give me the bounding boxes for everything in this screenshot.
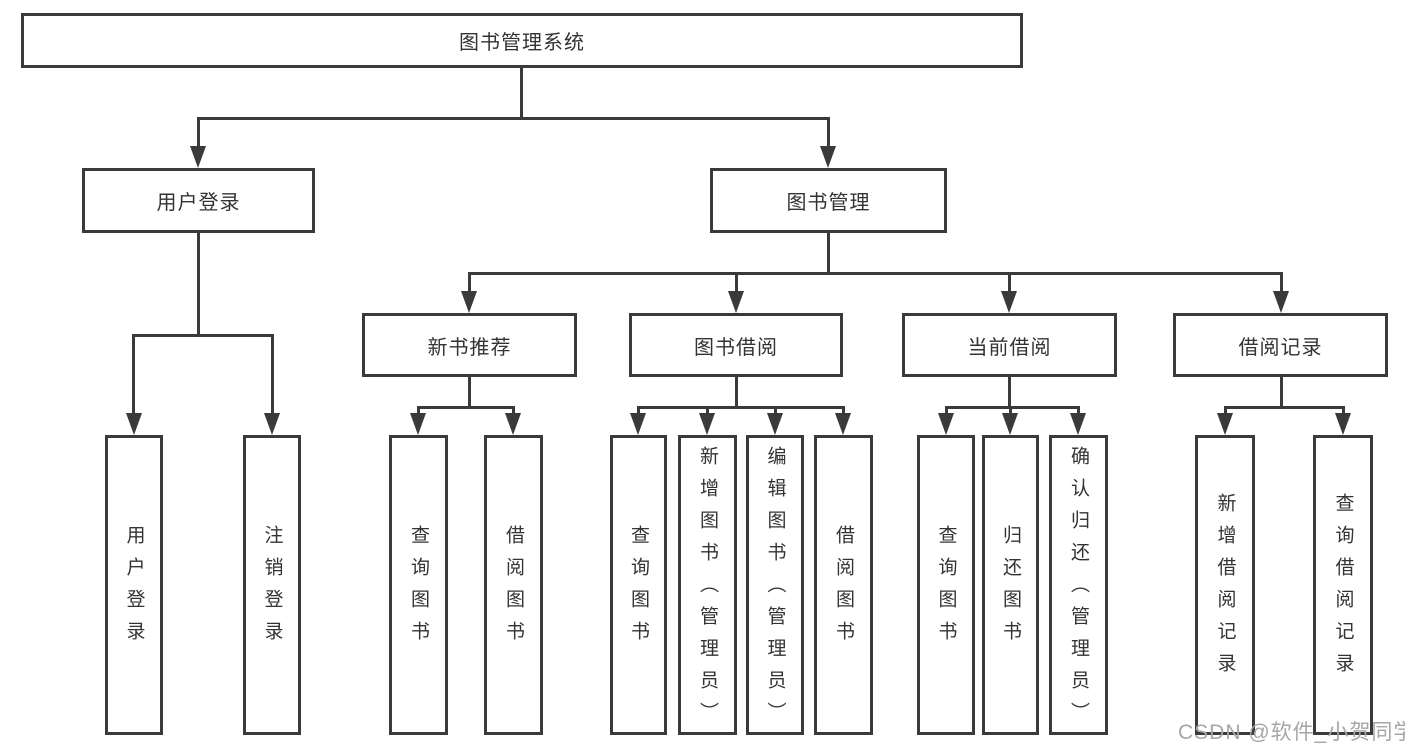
- connector-user-login-stem: [197, 233, 200, 337]
- arrow-down-icon: [630, 413, 646, 435]
- arrow-down-icon: [190, 146, 206, 168]
- connector-new-book-stem: [468, 377, 471, 409]
- node-book-management: 图书管理: [710, 168, 947, 233]
- node-current-borrowing: 当前借阅: [902, 313, 1117, 377]
- leaf-borrow-books: 借阅图书: [814, 435, 873, 735]
- arrow-down-icon: [505, 413, 521, 435]
- leaf-borrow-books-recommend: 借阅图书: [484, 435, 543, 735]
- connector-drop-borrow-records: [1280, 272, 1283, 298]
- leaf-query-books-borrowing: 查询图书: [610, 435, 667, 735]
- connector-drop-new-book: [468, 272, 471, 298]
- arrow-down-icon: [699, 413, 715, 435]
- connector-borrow-records-stem: [1280, 377, 1283, 409]
- leaf-query-borrow-record: 查询借阅记录: [1313, 435, 1373, 735]
- leaf-confirm-return-admin: 确认归还（管理员）: [1049, 435, 1108, 735]
- arrow-down-icon: [264, 413, 280, 435]
- leaf-query-books-recommend: 查询图书: [389, 435, 448, 735]
- node-book-borrowing: 图书借阅: [629, 313, 843, 377]
- leaf-edit-books-admin: 编辑图书（管理员）: [746, 435, 804, 735]
- leaf-add-books-admin: 新增图书（管理员）: [678, 435, 737, 735]
- connector-current-borrow-stem: [1008, 377, 1011, 409]
- node-borrowing-records: 借阅记录: [1173, 313, 1388, 377]
- connector-root-stem: [520, 68, 523, 118]
- arrow-down-icon: [835, 413, 851, 435]
- node-library-management-system: 图书管理系统: [21, 13, 1023, 68]
- leaf-add-borrow-record: 新增借阅记录: [1195, 435, 1255, 735]
- arrow-down-icon: [938, 413, 954, 435]
- csdn-watermark: CSDN @软件_小贺同学: [1178, 721, 1405, 744]
- arrow-down-icon: [1001, 291, 1017, 313]
- node-new-book-recommendation: 新书推荐: [362, 313, 577, 377]
- connector-book-management-stem: [827, 233, 830, 275]
- leaf-logout: 注销登录: [243, 435, 301, 735]
- arrow-down-icon: [461, 291, 477, 313]
- arrow-down-icon: [767, 413, 783, 435]
- connector-drop-book-management: [827, 117, 830, 157]
- arrow-down-icon: [410, 413, 426, 435]
- arrow-down-icon: [1070, 413, 1086, 435]
- connector-drop-user-login: [197, 117, 200, 157]
- connector-level3-bus: [468, 272, 1282, 275]
- leaf-query-books-current: 查询图书: [917, 435, 975, 735]
- connector-user-login-bus: [133, 334, 274, 337]
- connector-level2-bus: [197, 117, 830, 120]
- arrow-down-icon: [820, 146, 836, 168]
- connector-drop-current-borrow: [1008, 272, 1011, 298]
- connector-new-book-bus: [417, 406, 515, 409]
- arrow-down-icon: [1273, 291, 1289, 313]
- arrow-down-icon: [1217, 413, 1233, 435]
- connector-drop-book-borrow: [735, 272, 738, 298]
- leaf-user-login: 用户登录: [105, 435, 163, 735]
- connector-drop-leaf-user-login: [132, 334, 135, 419]
- arrow-down-icon: [728, 291, 744, 313]
- connector-book-borrow-bus: [637, 406, 845, 409]
- leaf-return-books: 归还图书: [982, 435, 1039, 735]
- connector-book-borrow-stem: [735, 377, 738, 409]
- arrow-down-icon: [1002, 413, 1018, 435]
- connector-borrow-records-bus: [1224, 406, 1344, 409]
- connector-current-borrow-bus: [945, 406, 1080, 409]
- arrow-down-icon: [126, 413, 142, 435]
- arrow-down-icon: [1335, 413, 1351, 435]
- connector-drop-leaf-logout: [271, 334, 274, 419]
- node-user-login: 用户登录: [82, 168, 315, 233]
